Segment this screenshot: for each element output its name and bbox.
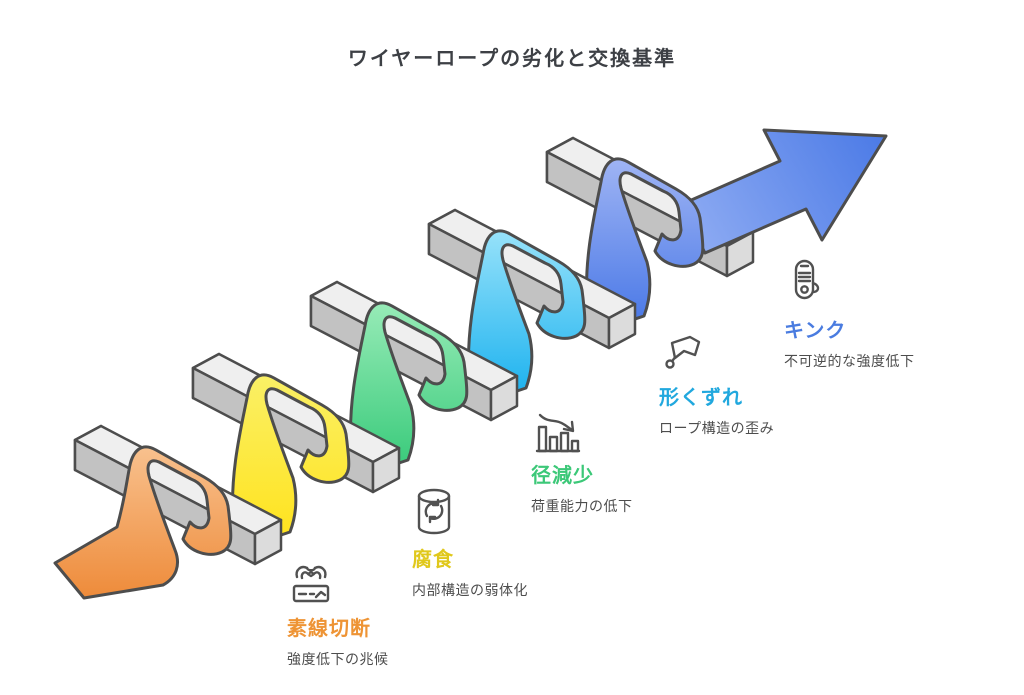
ribbon-stage-1 <box>53 445 233 600</box>
ribbon-stage-3 <box>349 301 469 466</box>
stage-name: 形くずれ <box>659 387 743 409</box>
declining-chart-icon <box>535 413 581 453</box>
stage-name: 腐食 <box>412 549 454 571</box>
stage-name: 素線切断 <box>287 618 371 640</box>
kinked-rope-icon <box>794 259 820 300</box>
stage-description: 不可逆的な強度低下 <box>784 353 915 369</box>
stage-label-kink: キンク 不可逆的な強度低下 <box>784 258 915 368</box>
broken-wire-icon <box>292 565 330 603</box>
stage-label-deformation: 形くずれ ロープ構造の歪み <box>659 333 774 435</box>
deformed-shape-icon <box>665 335 701 369</box>
stage-description: ロープ構造の歪み <box>659 420 775 436</box>
ribbon-stage-2 <box>231 373 351 538</box>
stage-description: 内部構造の弱体化 <box>412 582 528 598</box>
stage-label-wire-break: 素線切断 強度低下の兆候 <box>287 562 389 666</box>
stage-description: 強度低下の兆候 <box>287 651 389 667</box>
corrosion-can-icon <box>417 488 451 535</box>
ribbon-stage-4 <box>467 229 587 394</box>
stage-name: キンク <box>784 320 847 342</box>
stage-label-corrosion: 腐食 内部構造の弱体化 <box>412 487 528 597</box>
stage-name: 径減少 <box>531 465 594 487</box>
page-title: ワイヤーロープの劣化と交換基準 <box>347 48 677 70</box>
ribbon-stage-5 <box>585 157 705 322</box>
growth-arrow <box>678 128 888 255</box>
stage-description: 荷重能力の低下 <box>531 498 633 514</box>
stage-label-diameter-decrease: 径減少 荷重能力の低下 <box>531 409 633 513</box>
